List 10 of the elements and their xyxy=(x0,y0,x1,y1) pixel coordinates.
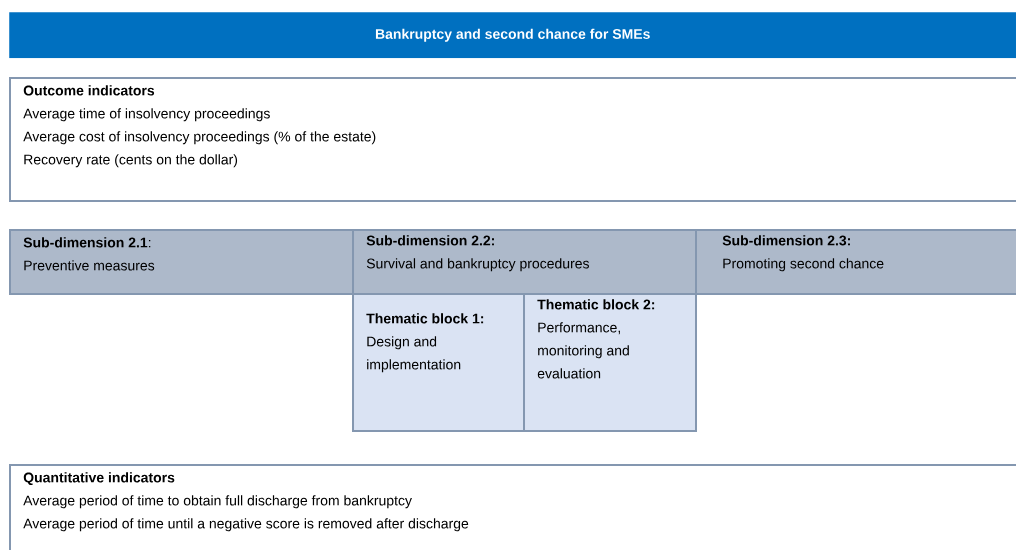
thematic-block-box: Thematic block 2: Performance, monitoring and evaluation xyxy=(523,293,697,432)
node-label: Promoting second chance xyxy=(723,258,884,272)
thematic-block-box: Thematic block 1: Design and implementation xyxy=(352,293,525,432)
indicator-box: Outcome indicators Average time of insolvency proceedings Average cost of insolvency proceedings (% of the estate) Recovery rate (cents on the dollar) xyxy=(9,77,1016,202)
title-band: Bankruptcy and second chance for SMEs xyxy=(9,12,1016,59)
node-label: Sub-dimension 2.3: xyxy=(722,235,850,246)
indicator-box: Quantitative indicators Average period of time to obtain full discharge from bankruptcy Average period of time until a negative score is removed after discharge xyxy=(9,464,1016,550)
sub-dimension-box: Sub-dimension 2.3: Promoting second chance xyxy=(695,229,1016,295)
sub-dimension-box: Sub-dimension 2.2: Survival and bankruptcy procedures xyxy=(352,229,697,295)
sub-dimension-box: Sub-dimension 2.1: Preventive measures xyxy=(9,229,354,295)
